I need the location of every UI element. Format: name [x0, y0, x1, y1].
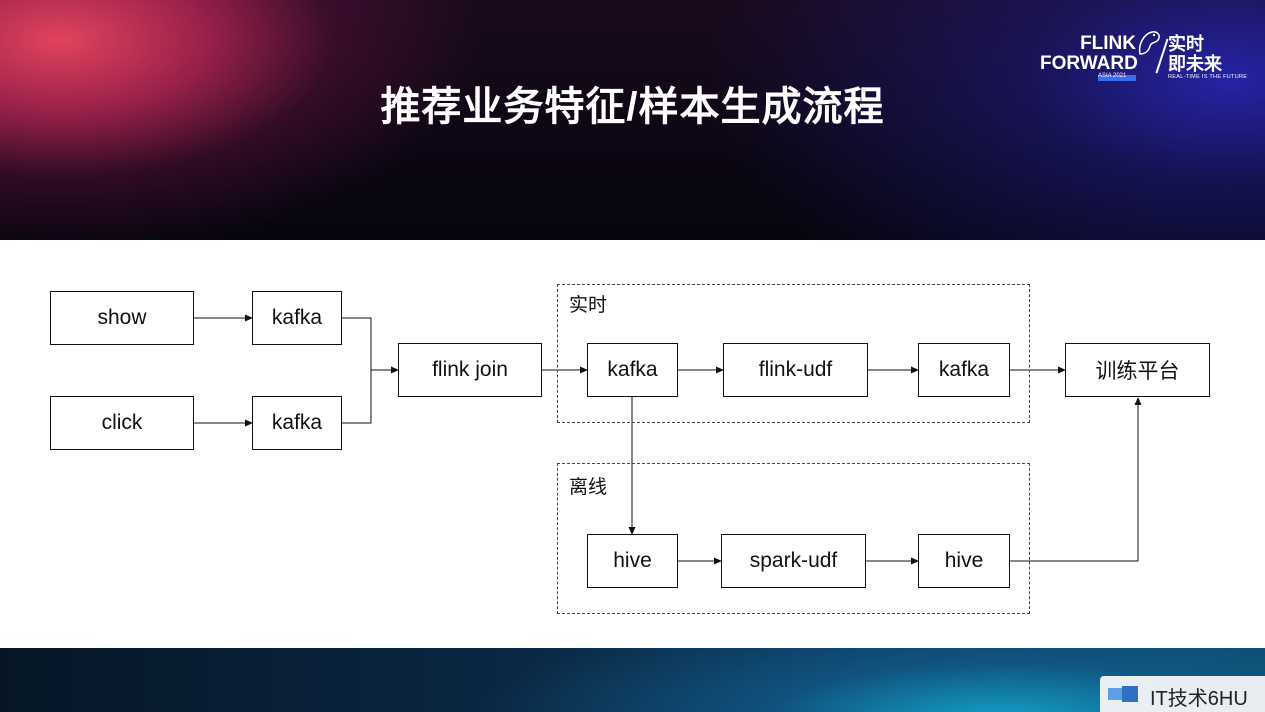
flink-forward-logo: FLINK FORWARD ASIA 2021 实时 即未来 REAL-TIME…: [1040, 28, 1250, 84]
group-realtime: [557, 284, 1030, 423]
slide-header: 推荐业务特征/样本生成流程 FLINK FORWARD ASIA 2021 实时…: [0, 0, 1265, 240]
edge-kafka1-join: [342, 317, 372, 370]
edge-kafka2-join: [342, 370, 372, 424]
node-flink-udf: flink-udf: [723, 343, 868, 397]
node-kafka-realtime-in: kafka: [587, 343, 678, 397]
logo-badge-bar: [1098, 75, 1136, 81]
logo-badge: ASIA 2021: [1098, 73, 1127, 79]
node-show: show: [50, 291, 194, 345]
node-spark-udf: spark-udf: [721, 534, 866, 588]
node-training-platform: 训练平台: [1065, 343, 1210, 397]
watermark-logo-icon: [1108, 686, 1138, 702]
watermark-text: IT技术6HU: [1150, 688, 1248, 710]
node-kafka-click: kafka: [252, 396, 342, 450]
group-offline-label: 离线: [569, 477, 608, 498]
node-hive-out: hive: [918, 534, 1010, 588]
logo-line1: FLINK: [1080, 33, 1136, 54]
group-realtime-label: 实时: [569, 295, 608, 316]
node-kafka-show: kafka: [252, 291, 342, 345]
watermark: IT技术6HU: [1100, 676, 1265, 712]
slide-footer: [0, 648, 1265, 712]
squirrel-icon: [1138, 31, 1160, 55]
slide-title: 推荐业务特征/样本生成流程: [380, 85, 885, 129]
logo-cn: 实时: [1168, 34, 1204, 54]
logo-cn2: 即未来: [1168, 54, 1222, 74]
node-click: click: [50, 396, 194, 450]
node-kafka-realtime-out: kafka: [918, 343, 1010, 397]
logo-line2: FORWARD: [1040, 53, 1138, 74]
group-offline: [557, 463, 1030, 614]
node-flink-join: flink join: [398, 343, 542, 397]
logo-en: REAL-TIME IS THE FUTURE: [1168, 74, 1248, 80]
node-hive-in: hive: [587, 534, 678, 588]
